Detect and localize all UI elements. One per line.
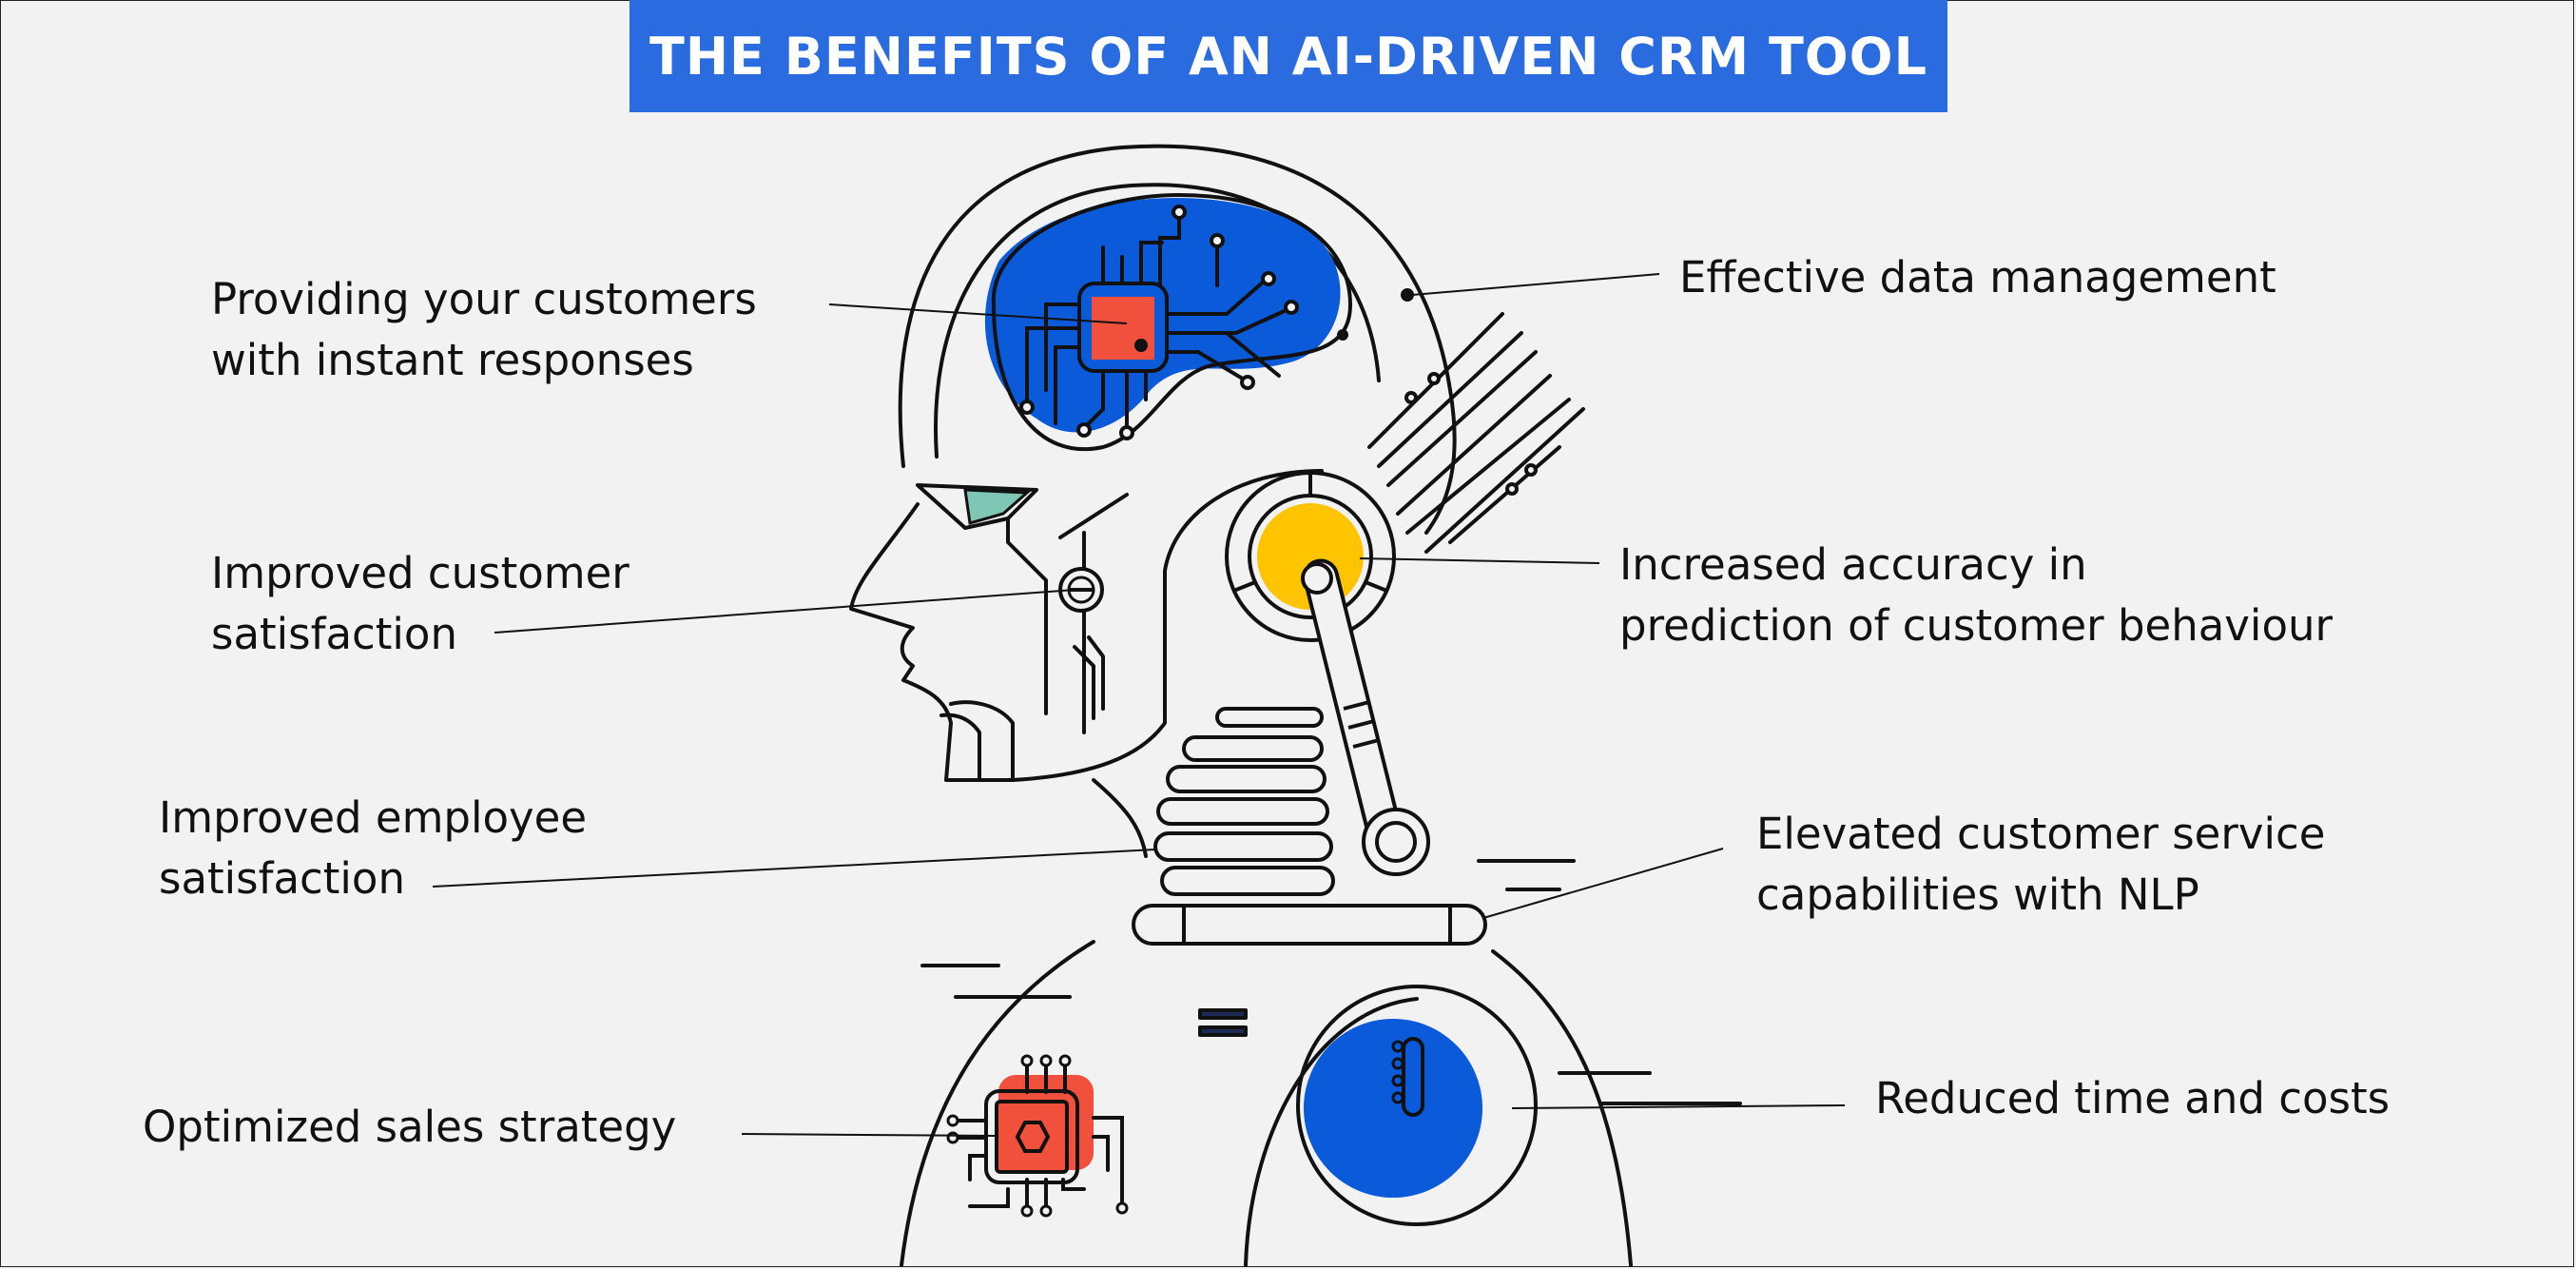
title-banner: THE BENEFITS OF AN AI-DRIVEN CRM TOOL [629,0,1947,112]
torso-left [900,940,1095,1267]
leader-instant-responses [828,303,1128,324]
torso-right [1491,949,1633,1267]
label-prediction-accuracy: Increased accuracy in prediction of cust… [1619,539,2333,651]
head-outline [898,144,1457,535]
label-data-management: Effective data management [1679,252,2276,303]
shoulder-joint-icon [1304,1019,1482,1198]
leader-time-costs [1511,1104,1846,1109]
label-employee-satisfaction: Improved employee satisfaction [159,792,588,904]
leader-nlp-service [1482,848,1724,919]
cpu-chip-icon [946,1054,1129,1218]
leader-data-management [1411,273,1660,296]
label-nlp-service: Elevated customer service capabilities w… [1756,809,2326,920]
leader-employee-satisfaction [432,849,1156,888]
leader-prediction-accuracy [1359,557,1600,564]
label-sales-strategy: Optimized sales strategy [143,1102,677,1152]
leader-customer-satisfaction [494,589,1075,634]
label-time-costs: Reduced time and costs [1875,1073,2391,1123]
visor-glass [963,488,1031,525]
collar [1132,904,1487,946]
label-customer-satisfaction: Improved customer satisfaction [211,548,629,659]
page-title: THE BENEFITS OF AN AI-DRIVEN CRM TOOL [649,26,1927,87]
shoulder-outer [1296,985,1538,1226]
leader-sales-strategy [741,1133,997,1137]
face-profile [849,502,991,782]
jaw-outline [987,469,1324,782]
label-instant-responses: Providing your customers with instant re… [211,274,757,385]
